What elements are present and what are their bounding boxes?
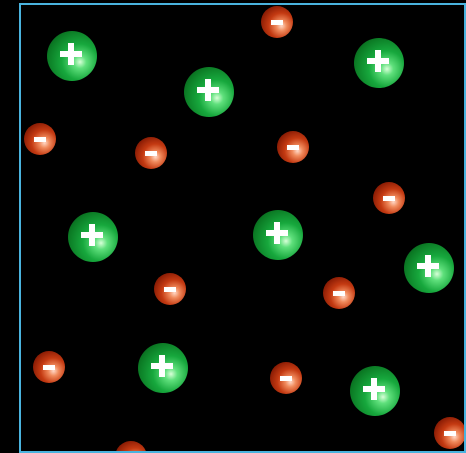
negative-ion	[261, 6, 293, 38]
negative-ion	[373, 182, 405, 214]
minus-icon	[383, 196, 395, 201]
negative-ion	[33, 351, 65, 383]
minus-icon	[164, 287, 176, 292]
negative-ion	[24, 123, 56, 155]
negative-ion	[277, 131, 309, 163]
minus-icon	[271, 20, 283, 25]
positive-ion	[350, 366, 400, 416]
positive-ion	[47, 31, 97, 81]
minus-icon	[145, 151, 157, 156]
minus-icon	[43, 365, 55, 370]
plus-icon-stroke	[205, 79, 211, 101]
positive-ion	[184, 67, 234, 117]
positive-ion	[68, 212, 118, 262]
negative-ion	[270, 362, 302, 394]
minus-icon	[34, 137, 46, 142]
negative-ion	[154, 273, 186, 305]
negative-ion	[434, 417, 466, 449]
plus-icon-stroke	[89, 224, 95, 246]
plus-icon-stroke	[375, 50, 381, 72]
plus-icon-stroke	[68, 43, 74, 65]
negative-ion	[323, 277, 355, 309]
negative-ion	[135, 137, 167, 169]
minus-icon	[287, 145, 299, 150]
container-box	[19, 3, 466, 453]
minus-icon	[444, 431, 456, 436]
positive-ion	[354, 38, 404, 88]
plus-icon-stroke	[371, 378, 377, 400]
minus-icon	[280, 376, 292, 381]
minus-icon	[333, 291, 345, 296]
positive-ion	[404, 243, 454, 293]
positive-ion	[253, 210, 303, 260]
plus-icon-stroke	[425, 255, 431, 277]
negative-ion	[115, 441, 147, 453]
plus-icon-stroke	[274, 222, 280, 244]
positive-ion	[138, 343, 188, 393]
plus-icon-stroke	[159, 355, 165, 377]
